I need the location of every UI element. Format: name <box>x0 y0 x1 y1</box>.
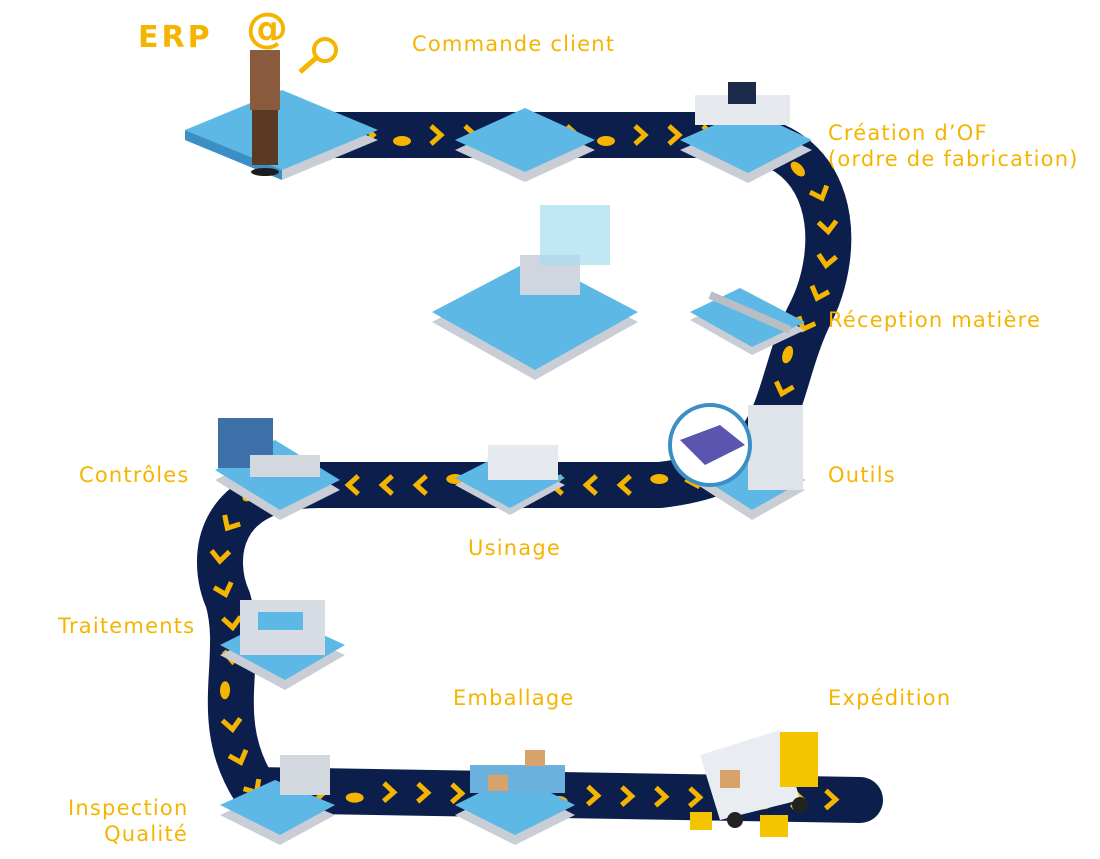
chevron-icon <box>412 474 428 496</box>
chevron-icon <box>633 124 649 146</box>
tile-creation-of <box>680 82 812 183</box>
forklift-icon <box>690 812 788 837</box>
footprint-icon <box>393 136 411 146</box>
step-label-line2: (ordre de fabrication) <box>828 147 1079 172</box>
step-outils: Outils <box>828 462 896 488</box>
step-usinage: Usinage <box>468 535 561 561</box>
chevron-icon <box>808 184 830 202</box>
chevron-icon <box>429 124 445 146</box>
step-label: Traitements <box>58 614 196 638</box>
erp-label: ERP <box>138 20 213 55</box>
chevron-icon <box>816 219 839 236</box>
step-label-line2: Qualité <box>104 822 188 847</box>
tile-erp <box>185 90 378 180</box>
step-label: Commande client <box>412 32 616 56</box>
chevron-icon <box>585 784 602 807</box>
footprint-icon <box>220 681 231 700</box>
step-label: Emballage <box>453 686 575 710</box>
tile-emballage <box>455 750 575 845</box>
chevron-icon <box>619 785 636 807</box>
chevron-icon <box>220 717 243 734</box>
chevron-icon <box>227 748 249 766</box>
chevron-icon <box>450 782 466 805</box>
chevron-icon <box>344 474 360 496</box>
footprint-icon <box>650 474 669 485</box>
step-label: Réception matière <box>828 308 1042 332</box>
chevron-icon <box>416 781 432 804</box>
footprint-icon <box>782 345 794 364</box>
tile-traitements <box>220 600 345 690</box>
chevron-icon <box>616 474 632 496</box>
chevron-icon <box>221 615 243 632</box>
step-label: Contrôles <box>79 463 190 487</box>
chevron-icon <box>667 124 683 146</box>
truck-icon <box>700 730 818 828</box>
chevron-icon <box>809 284 831 302</box>
step-commande-client: Commande client <box>412 31 615 57</box>
step-label: Outils <box>828 463 896 487</box>
step-inspection-qualite: Inspection Qualité <box>68 795 188 848</box>
tile-controles <box>215 418 340 520</box>
magnifier-icon <box>298 37 338 74</box>
at-sign-icon: @ <box>246 3 288 52</box>
at-sign-text: @ <box>246 3 288 52</box>
chevron-icon <box>582 474 598 496</box>
erp-person <box>250 50 280 176</box>
step-emballage: Emballage <box>453 685 575 711</box>
step-label-line1: Création d’OF <box>828 121 988 145</box>
chevron-icon <box>212 581 234 599</box>
tile-outils <box>668 403 805 520</box>
tile-usinage <box>455 445 565 515</box>
step-label: Usinage <box>468 536 561 560</box>
step-label: Expédition <box>828 686 952 710</box>
chevron-icon <box>773 380 795 398</box>
tile-commande-client <box>455 108 595 182</box>
chevron-icon <box>378 474 394 496</box>
footprint-icon <box>790 161 805 177</box>
tile-reception-matiere <box>690 288 805 355</box>
chevron-icon <box>653 785 670 808</box>
footprint-icon <box>345 792 364 803</box>
chevron-icon <box>209 548 232 565</box>
step-traitements: Traitements <box>58 613 195 639</box>
tile-inspection-qualite <box>220 755 335 845</box>
step-reception-matiere: Réception matière <box>828 307 1041 333</box>
step-controles: Contrôles <box>79 462 190 488</box>
tile-pilotage <box>432 205 638 380</box>
chevron-icon <box>382 781 398 804</box>
chevron-icon <box>222 514 241 532</box>
chevron-icon <box>816 252 838 270</box>
chevron-icon <box>687 786 704 809</box>
step-expedition: Expédition <box>828 685 951 711</box>
footprint-icon <box>597 136 615 146</box>
chevron-icon <box>823 788 840 811</box>
step-creation-of: Création d’OF (ordre de fabrication) <box>828 120 1079 173</box>
step-label-line1: Inspection <box>68 796 189 820</box>
